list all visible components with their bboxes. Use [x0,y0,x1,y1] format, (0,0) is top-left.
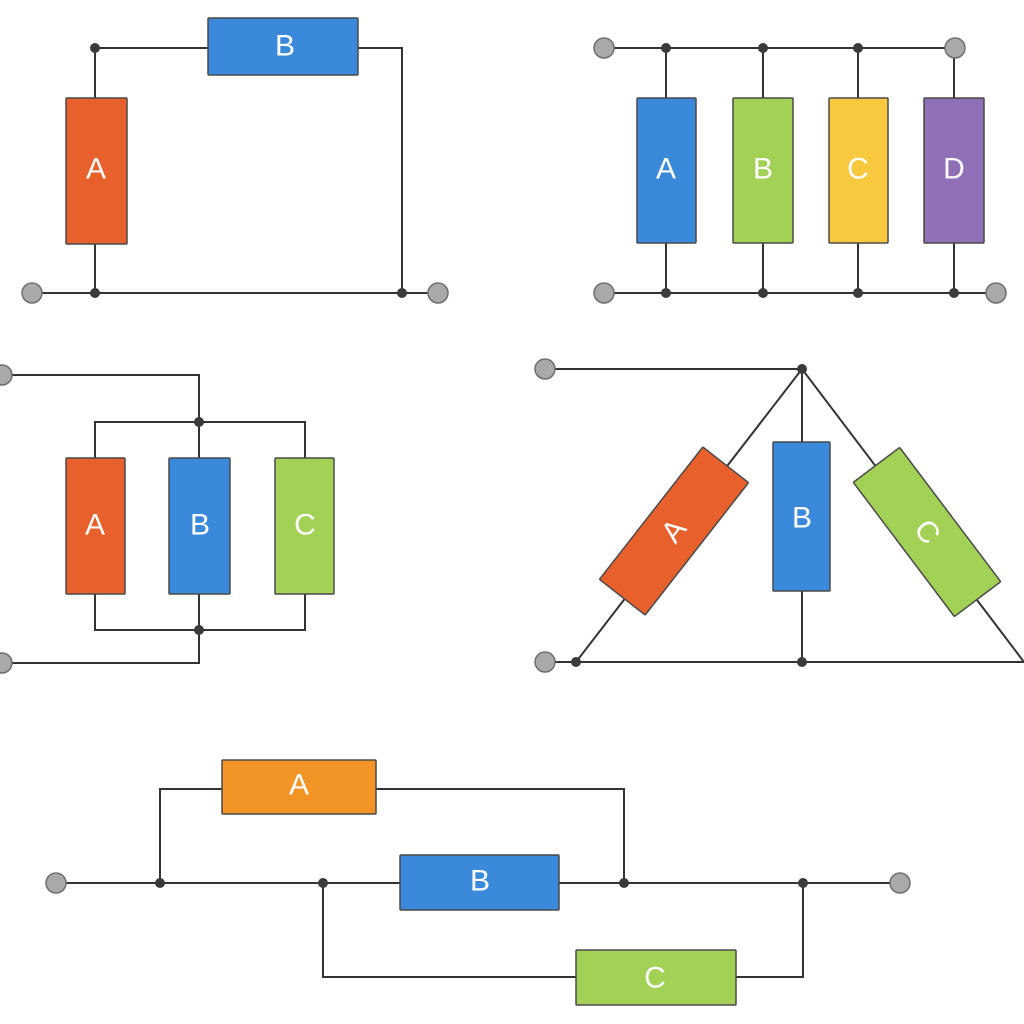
junction-dot [853,288,863,298]
junction-dot [949,288,959,298]
terminal-top [0,364,13,386]
circuit-4: A B C [534,358,1024,673]
resistor-b-label: B [470,865,490,898]
junction-dot [797,657,807,667]
terminal-top-left [593,37,615,59]
resistor-b [399,854,560,911]
resistor-b [732,97,794,244]
terminal-bottom-left [593,282,615,304]
junction-dot [90,288,100,298]
resistor-b [772,441,831,592]
resistor-b-label: B [792,502,812,535]
wire [2,374,200,422]
resistor-a-label: A [656,153,676,186]
junction-dot [194,625,204,635]
wire [159,788,222,883]
junction-dot [194,417,204,427]
junction-dot [90,43,100,53]
resistor-a-label: A [85,509,105,542]
resistor-c-label: C [644,962,666,995]
circuit-1: A B [21,17,449,304]
terminal-left [21,282,43,304]
resistor-d [923,97,985,244]
junction-dot [397,288,407,298]
resistor-d-label: D [943,153,965,186]
junction-dot [661,43,671,53]
resistor-b-label: B [753,153,773,186]
terminal-bottom [534,651,556,673]
junction-dot [318,878,328,888]
wire [736,883,804,978]
terminal-left [45,872,67,894]
resistor-b [168,457,231,595]
terminal-top-right [944,37,966,59]
resistor-c-label: C [847,153,869,186]
resistor-c [828,97,889,244]
wire [358,47,403,293]
resistor-a-label: A [86,153,106,186]
terminal-right [427,282,449,304]
junction-dot [758,43,768,53]
resistor-a [65,97,128,245]
resistor-c [575,949,737,1006]
resistor-b [207,17,359,76]
terminal-top [534,358,556,380]
circuit-2: A B C D [593,37,1007,304]
terminal-bottom [0,652,13,674]
terminal-bottom-right [985,282,1007,304]
resistor-c [274,457,335,595]
resistor-a [636,97,697,244]
junction-dot [619,878,629,888]
junction-dot [797,364,807,374]
junction-dot [571,657,581,667]
circuit-5: A B C [45,759,911,1006]
wire [376,788,625,883]
resistor-a [599,446,749,616]
junction-dot [758,288,768,298]
resistor-c [852,447,1002,617]
circuit-3: A B C [0,364,335,674]
resistor-b-label: B [275,30,295,63]
junction-dot [661,288,671,298]
terminal-right [889,872,911,894]
junction-dot [798,878,808,888]
wire [322,883,576,978]
resistor-a-label: A [289,769,309,802]
resistor-a [221,759,377,815]
resistor-c-label: C [294,509,316,542]
resistor-a [65,457,126,595]
wire [2,630,200,664]
resistor-b-label: B [190,509,210,542]
junction-dot [155,878,165,888]
junction-dot [853,43,863,53]
